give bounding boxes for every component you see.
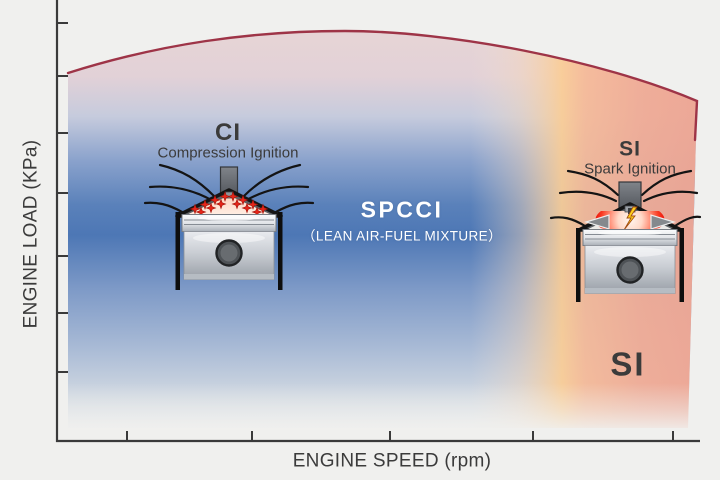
spcci-zone-label: SPCCI — [360, 196, 444, 223]
si-spark-bolt — [623, 206, 638, 231]
si-zone-name: Spark Ignition — [584, 160, 676, 178]
si-piston-icon — [549, 169, 702, 302]
y-axis-label: ENGINE LOAD (KPa) — [20, 139, 42, 329]
si-arrow-right — [650, 214, 677, 230]
si-cylinder-wall-left — [576, 228, 581, 302]
si-zone-big-label: SI — [610, 345, 646, 383]
spcci-zone-subtitle: （LEAN AIR-FUEL MIXTURE） — [302, 228, 502, 244]
x-axis-label: ENGINE SPEED (rpm) — [292, 450, 492, 472]
si-port-lines — [549, 169, 702, 228]
ci-piston-icon — [143, 163, 315, 290]
ci-port-lines — [143, 163, 315, 214]
ci-zone-name: Compression Ignition — [157, 144, 299, 162]
warm-overlay — [68, 31, 697, 428]
axes — [55, 0, 700, 443]
x-axis-ticks — [126, 431, 674, 441]
ci-zone-abbr: CI — [215, 119, 241, 146]
si-arrow-left — [583, 214, 610, 230]
y-axis-ticks — [57, 22, 68, 373]
ci-cylinder-wall-left — [175, 212, 180, 290]
si-zone-abbr: SI — [619, 137, 641, 161]
ci-cylinder-wall-right — [278, 212, 283, 290]
operating-region — [66, 29, 699, 429]
bottom-fade — [67, 383, 698, 429]
ci-combustion-band — [184, 195, 274, 216]
si-cylinder-wall-right — [679, 228, 684, 302]
max-load-curve — [66, 29, 699, 142]
